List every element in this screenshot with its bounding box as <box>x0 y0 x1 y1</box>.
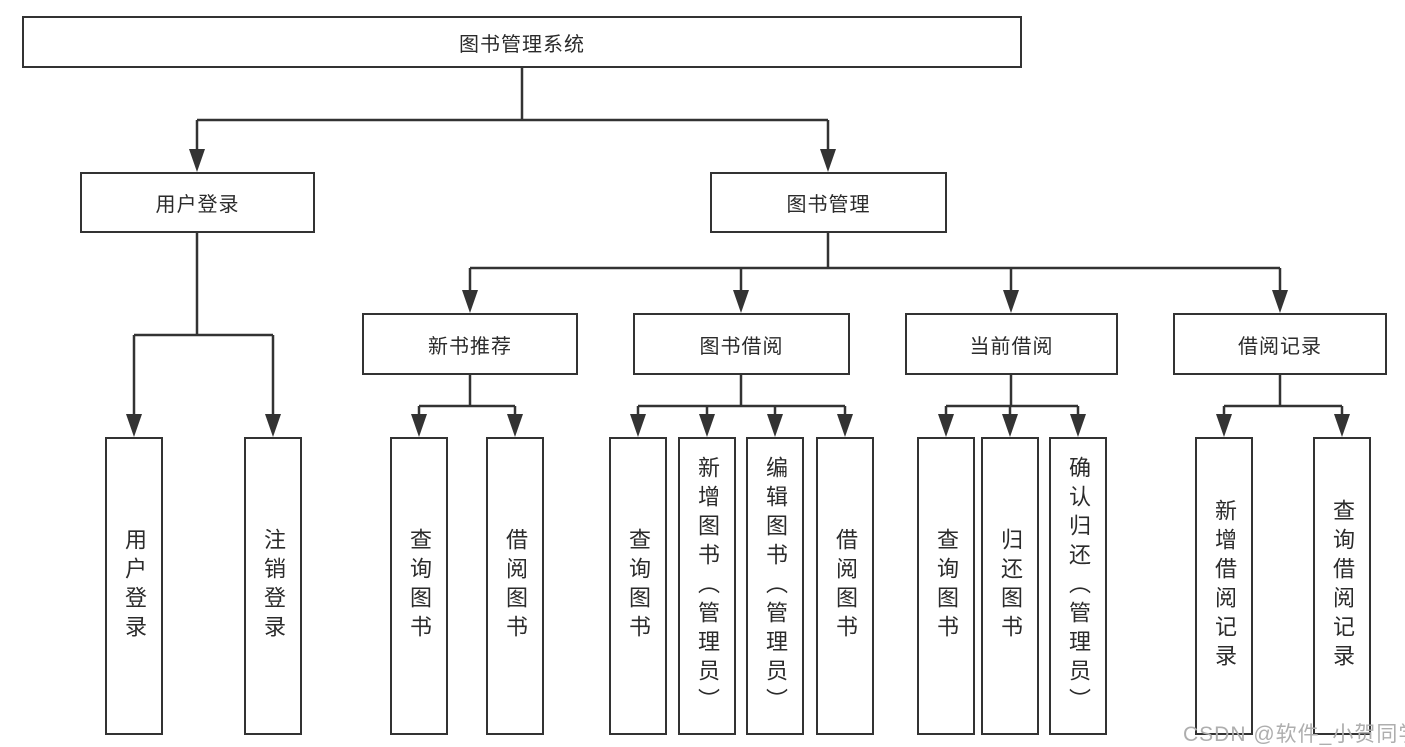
leaf-borrow-books: 借阅图书 <box>816 437 874 735</box>
node-book-borrowing: 图书借阅 <box>633 313 850 375</box>
leaf-query-books-current: 查询图书 <box>917 437 975 735</box>
leaf-borrow-books-recommend-label: 借阅图书 <box>503 528 528 644</box>
node-borrowing-records-label: 借阅记录 <box>1238 335 1322 358</box>
leaf-add-borrow-record-label: 新增借阅记录 <box>1212 499 1237 673</box>
leaf-logout: 注销登录 <box>244 437 302 735</box>
leaf-query-books-current-label: 查询图书 <box>934 528 959 644</box>
leaf-query-books-recommend: 查询图书 <box>390 437 448 735</box>
leaf-edit-books-admin-label: 编辑图书（管理员） <box>763 455 788 717</box>
leaf-add-borrow-record: 新增借阅记录 <box>1195 437 1253 735</box>
leaf-confirm-return-admin-label: 确认归还（管理员） <box>1066 455 1091 717</box>
node-user-login-label: 用户登录 <box>155 194 240 216</box>
node-new-book-recommend: 新书推荐 <box>362 313 578 375</box>
leaf-logout-label: 注销登录 <box>261 528 286 644</box>
leaf-user-login-label: 用户登录 <box>122 528 147 644</box>
leaf-query-borrow-record: 查询借阅记录 <box>1313 437 1371 735</box>
node-current-borrowing-label: 当前借阅 <box>969 335 1054 358</box>
node-library-system-label: 图书管理系统 <box>459 33 585 56</box>
leaf-query-books-recommend-label: 查询图书 <box>407 528 432 644</box>
leaf-borrow-books-label: 借阅图书 <box>833 528 858 644</box>
leaf-confirm-return-admin: 确认归还（管理员） <box>1049 437 1107 735</box>
leaf-borrow-books-recommend: 借阅图书 <box>486 437 544 735</box>
leaf-return-books-label: 归还图书 <box>998 528 1023 644</box>
leaf-add-books-admin-label: 新增图书（管理员） <box>695 455 720 717</box>
node-new-book-recommend-label: 新书推荐 <box>428 335 512 358</box>
node-current-borrowing: 当前借阅 <box>905 313 1118 375</box>
leaf-query-books-borrow-label: 查询图书 <box>626 528 651 644</box>
leaf-edit-books-admin: 编辑图书（管理员） <box>746 437 804 735</box>
leaf-user-login: 用户登录 <box>105 437 163 735</box>
leaf-add-books-admin: 新增图书（管理员） <box>678 437 736 735</box>
node-library-system: 图书管理系统 <box>22 16 1022 68</box>
node-book-borrowing-label: 图书借阅 <box>699 335 784 358</box>
leaf-query-books-borrow: 查询图书 <box>609 437 667 735</box>
node-book-management-label: 图书管理 <box>786 194 871 216</box>
node-user-login: 用户登录 <box>80 172 315 233</box>
leaf-return-books: 归还图书 <box>981 437 1039 735</box>
node-borrowing-records: 借阅记录 <box>1173 313 1387 375</box>
csdn-watermark: CSDN @软件_小贺同学 <box>1183 723 1405 746</box>
leaf-query-borrow-record-label: 查询借阅记录 <box>1330 499 1355 673</box>
node-book-management: 图书管理 <box>710 172 947 233</box>
